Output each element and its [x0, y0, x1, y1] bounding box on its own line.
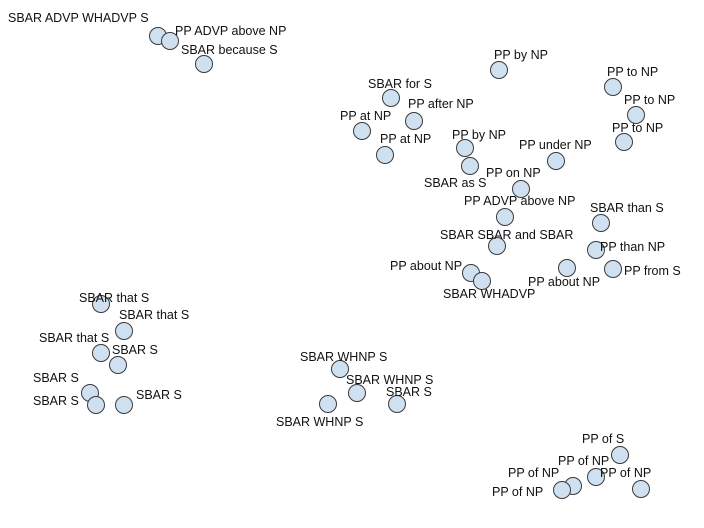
- data-point-label: PP to NP: [607, 65, 658, 79]
- data-point: [592, 214, 610, 232]
- data-point: [115, 396, 133, 414]
- data-point-label: PP by NP: [452, 128, 506, 142]
- data-point: [587, 468, 605, 486]
- data-point: [388, 395, 406, 413]
- data-point: [547, 152, 565, 170]
- data-point: [115, 322, 133, 340]
- data-point: [488, 237, 506, 255]
- data-point-label: SBAR for S: [368, 77, 432, 91]
- data-point: [461, 157, 479, 175]
- data-point-label: SBAR S: [33, 371, 79, 385]
- data-point: [319, 395, 337, 413]
- data-point-label: SBAR ADVP WHADVP S: [8, 11, 149, 25]
- data-point-label: PP after NP: [408, 97, 474, 111]
- data-point: [615, 133, 633, 151]
- data-point: [512, 180, 530, 198]
- data-point-label: PP about NP: [528, 275, 600, 289]
- data-point-label: PP on NP: [486, 166, 541, 180]
- data-point: [87, 396, 105, 414]
- data-point: [473, 272, 491, 290]
- data-point: [353, 122, 371, 140]
- data-point: [611, 446, 629, 464]
- data-point: [92, 344, 110, 362]
- data-point-label: PP than NP: [600, 240, 665, 254]
- data-point: [632, 480, 650, 498]
- data-point-label: SBAR SBAR and SBAR: [440, 228, 573, 242]
- data-point-label: SBAR WHNP S: [346, 373, 433, 387]
- data-point-label: SBAR that S: [39, 331, 109, 345]
- data-point-label: PP of NP: [600, 466, 651, 480]
- data-point-label: SBAR S: [386, 385, 432, 399]
- data-point-label: PP ADVP above NP: [464, 194, 575, 208]
- data-point: [627, 106, 645, 124]
- data-point-label: SBAR because S: [181, 43, 278, 57]
- data-point-label: PP of NP: [492, 485, 543, 499]
- data-point: [109, 356, 127, 374]
- data-point: [331, 360, 349, 378]
- data-point: [376, 146, 394, 164]
- data-point-label: SBAR S: [112, 343, 158, 357]
- data-point: [587, 241, 605, 259]
- data-point-label: PP to NP: [612, 121, 663, 135]
- data-point-label: SBAR that S: [79, 291, 149, 305]
- data-point: [348, 384, 366, 402]
- data-point: [604, 260, 622, 278]
- data-point-label: PP by NP: [494, 48, 548, 62]
- data-point: [405, 112, 423, 130]
- data-point: [496, 208, 514, 226]
- data-point-label: SBAR that S: [119, 308, 189, 322]
- data-point-label: PP from S: [624, 264, 681, 278]
- data-point: [456, 139, 474, 157]
- data-point: [161, 32, 179, 50]
- data-point-label: SBAR S: [33, 394, 79, 408]
- data-point: [604, 78, 622, 96]
- data-point-label: PP of NP: [558, 454, 609, 468]
- data-point: [490, 61, 508, 79]
- data-point-label: SBAR WHNP S: [300, 350, 387, 364]
- data-point-label: SBAR WHADVP: [443, 287, 535, 301]
- data-point-label: PP at NP: [340, 109, 391, 123]
- data-point-label: SBAR than S: [590, 201, 664, 215]
- data-point-label: PP ADVP above NP: [175, 24, 286, 38]
- data-point-label: PP at NP: [380, 132, 431, 146]
- data-point-label: SBAR S: [136, 388, 182, 402]
- data-point: [382, 89, 400, 107]
- data-point: [195, 55, 213, 73]
- data-point: [553, 481, 571, 499]
- data-point-label: PP of NP: [508, 466, 559, 480]
- data-point-label: PP to NP: [624, 93, 675, 107]
- data-point-label: PP under NP: [519, 138, 592, 152]
- data-point: [92, 295, 110, 313]
- data-point-label: SBAR as S: [424, 176, 487, 190]
- data-point-label: PP about NP: [390, 259, 462, 273]
- data-point-label: PP of S: [582, 432, 624, 446]
- data-point: [558, 259, 576, 277]
- data-point-label: SBAR WHNP S: [276, 415, 363, 429]
